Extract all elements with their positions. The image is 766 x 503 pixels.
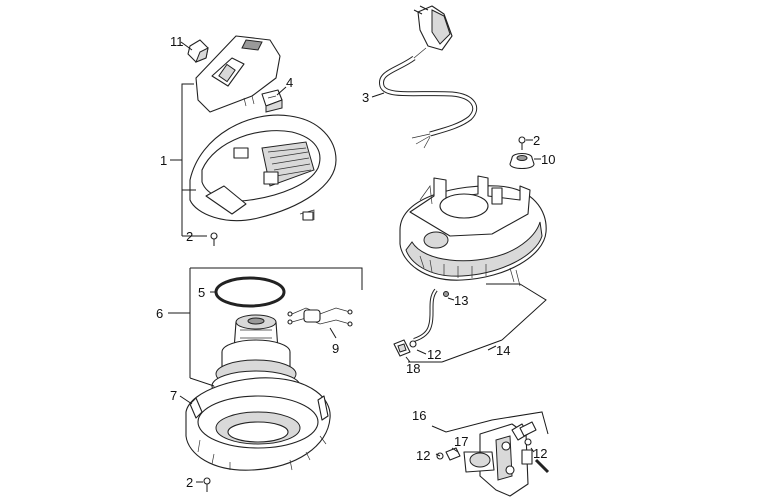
callout-2-top-left: 2 — [186, 229, 193, 244]
callout-11: 11 — [170, 34, 184, 49]
callout-3: 3 — [362, 90, 369, 105]
part-11-switch-knob — [187, 39, 209, 63]
part-1-top-cover — [195, 35, 281, 113]
callout-5: 5 — [198, 285, 205, 300]
callout-2-right: 2 — [533, 133, 540, 148]
callout-bracket-16 — [431, 411, 549, 457]
callout-12-right: 12 — [427, 347, 441, 362]
part-5-seal-ring — [214, 276, 286, 308]
part-12-clamp-right — [409, 340, 417, 348]
callout-7: 7 — [170, 388, 177, 403]
callout-bracket-6 — [168, 267, 363, 387]
callout-1: 1 — [160, 153, 167, 168]
leader-13 — [447, 297, 455, 301]
callout-12-mid: 12 — [533, 446, 547, 461]
leader-18 — [405, 356, 411, 363]
callout-14: 14 — [496, 343, 510, 358]
leader-11 — [180, 41, 193, 51]
callout-13: 13 — [454, 293, 468, 308]
part-3-power-cord — [379, 5, 477, 149]
callout-bracket-14 — [408, 283, 547, 363]
part-10-grommet — [509, 152, 535, 170]
callout-9: 9 — [332, 341, 339, 356]
part-16-valve-assembly — [463, 421, 550, 497]
part-2-screw-top-left — [210, 232, 218, 246]
part-12-clamp-mid — [524, 438, 532, 446]
callout-10: 10 — [541, 152, 555, 167]
part-14-motor-housing — [399, 175, 547, 281]
leader-3 — [371, 92, 385, 98]
part-2-screw-bottom — [203, 477, 211, 492]
callout-4: 4 — [286, 75, 293, 90]
part-7-lower-housing — [185, 377, 331, 471]
callout-16: 16 — [412, 408, 426, 423]
part-2-screw-right — [518, 136, 526, 150]
callout-2-bottom: 2 — [186, 475, 193, 490]
callout-12-bottom: 12 — [416, 448, 430, 463]
part-1-motor-head-housing — [189, 114, 337, 222]
part-18-connector — [393, 339, 411, 357]
leader-4 — [276, 86, 287, 96]
callout-6: 6 — [156, 306, 163, 321]
part-13-hose — [413, 267, 521, 342]
leader-7 — [179, 395, 193, 405]
part-4-switch — [261, 89, 283, 113]
callout-17: 17 — [454, 434, 468, 449]
part-9-cable-harness — [287, 307, 353, 327]
callout-bracket-1 — [170, 83, 207, 237]
leader-12-right — [416, 349, 427, 355]
part-17-valve-fitting — [445, 447, 461, 461]
callout-18: 18 — [406, 361, 420, 376]
leader-9 — [329, 327, 337, 339]
